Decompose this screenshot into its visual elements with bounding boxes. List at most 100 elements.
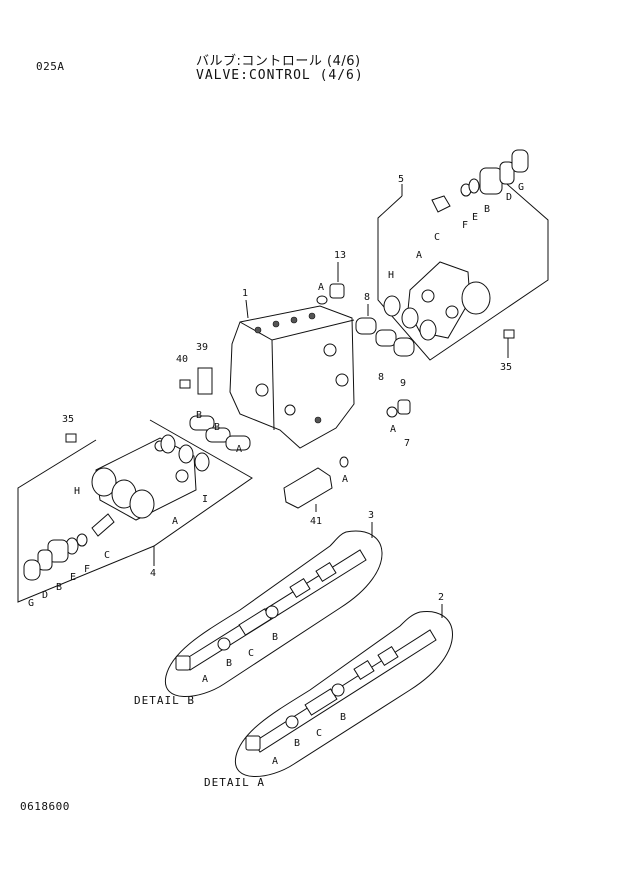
cover-port [421, 289, 435, 303]
label-a: A [318, 282, 324, 293]
port [308, 312, 316, 320]
detail-a-outline [235, 611, 453, 777]
label-e: E [70, 572, 76, 583]
label-b: B [196, 410, 202, 421]
o-ring [178, 444, 194, 464]
spring-b [189, 415, 215, 431]
detail-b-label: DETAIL B [134, 694, 195, 707]
o-ring-7 [386, 406, 398, 418]
part-13: 13 A [316, 250, 346, 305]
label-a: A [416, 250, 422, 261]
o-ring [419, 319, 437, 341]
detail-b-outline [165, 530, 383, 697]
label-a: A [390, 424, 396, 435]
callout-8a: 8 [364, 292, 370, 303]
label-f: F [84, 564, 90, 575]
port [290, 316, 298, 324]
callout-7: 7 [404, 438, 410, 449]
cap-g [23, 559, 41, 581]
spool-bore [335, 373, 349, 387]
label-i: I [202, 494, 208, 505]
assembly-5-boundary [377, 177, 549, 361]
label-b: B [484, 204, 490, 215]
valve-41 [283, 467, 333, 509]
cover-boss [461, 281, 491, 315]
plate-39 [197, 367, 213, 395]
spool-3: 3 A B C B [165, 510, 383, 697]
label-b: B [56, 582, 62, 593]
spring-b [479, 167, 503, 195]
seat-d [499, 161, 515, 185]
label-d: D [42, 590, 48, 601]
parts-8-9: 8 8 9 [355, 292, 415, 389]
label-b: B [340, 712, 346, 723]
spool-2: 2 A B C B [235, 592, 453, 777]
cap-g [511, 149, 529, 173]
callout-40: 40 [176, 354, 188, 365]
spool-land [377, 645, 399, 667]
o-ring [160, 434, 176, 454]
callout-5: 5 [398, 174, 404, 185]
washer-e [468, 178, 480, 194]
spring-b [205, 427, 231, 443]
label-c: C [434, 232, 440, 243]
spring-seat [285, 715, 299, 729]
spool-land [353, 659, 375, 681]
label-c: C [104, 550, 110, 561]
title-english: VALVE:CONTROL (4/6) [196, 68, 364, 83]
part-41: A 41 [283, 456, 349, 527]
callout-41: 41 [310, 516, 322, 527]
bolt-c [91, 513, 115, 537]
callout-35a: 35 [62, 414, 74, 425]
spring-seat [331, 683, 345, 697]
callout-4: 4 [150, 568, 156, 579]
port [254, 326, 262, 334]
label-b: B [272, 632, 278, 643]
label-a: A [172, 516, 178, 527]
assembly-4-boundary [17, 419, 253, 603]
spool-bore [284, 404, 296, 416]
piston-a [225, 435, 251, 451]
label-b: B [294, 738, 300, 749]
spool-head [175, 655, 191, 671]
o-ring [401, 307, 419, 329]
o-ring-13 [316, 295, 328, 305]
parts-39-40: 39 40 B B A [176, 342, 251, 455]
bolt-c [431, 195, 451, 213]
label-c: C [316, 728, 322, 739]
assembly-5: 5 H A C F E B D G 35 [377, 149, 549, 373]
spool-land [289, 577, 311, 599]
valve-edge [271, 339, 275, 431]
spool-bore [255, 383, 269, 397]
callout-1: 1 [242, 288, 248, 299]
assembly-4: 4 35 I H A C F E B D G [17, 414, 253, 609]
label-d: D [506, 192, 512, 203]
callout-3: 3 [368, 510, 374, 521]
o-ring-f [76, 533, 88, 547]
cover-port [445, 305, 459, 319]
o-ring-i [194, 452, 210, 472]
o-ring-41 [339, 456, 349, 468]
label-g: G [28, 598, 34, 609]
callout-39: 39 [196, 342, 208, 353]
label-b: B [226, 658, 232, 669]
label-h: H [388, 270, 394, 281]
callout-2: 2 [438, 592, 444, 603]
detail-a-label: DETAIL A [204, 776, 265, 789]
label-a: A [342, 474, 348, 485]
spool-bore [323, 343, 337, 357]
valve-block [229, 305, 355, 449]
o-ring [383, 295, 401, 317]
plug-7 [397, 399, 411, 415]
bolt-35 [503, 329, 515, 339]
valve-body-1: 1 [229, 288, 355, 449]
cover-plate [407, 261, 471, 339]
seat-d [37, 549, 53, 571]
cap-9 [393, 337, 415, 357]
spool-land [315, 561, 337, 583]
callout-8b: 8 [378, 372, 384, 383]
label-a: A [272, 756, 278, 767]
label-c: C [248, 648, 254, 659]
label-e: E [472, 212, 478, 223]
